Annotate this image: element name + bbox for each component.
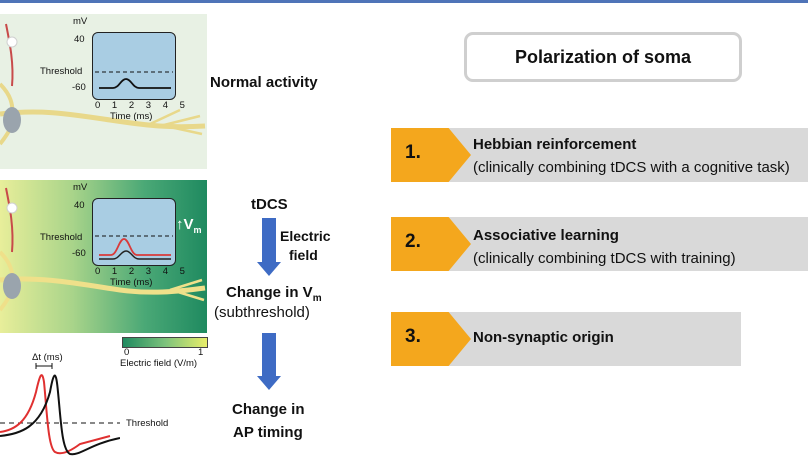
item-number: 3. <box>405 326 421 347</box>
item-title: Hebbian reinforcement <box>473 136 637 153</box>
x-ticks-2: 0 1 2 3 4 5 <box>95 266 190 277</box>
neuron-illustration <box>0 23 206 146</box>
delta-t-label: Δt (ms) <box>32 352 63 363</box>
neuron-panel-tdcs: mV 40 Threshold -60 ↑Vm 0 1 2 3 4 5 Time… <box>0 180 207 333</box>
tick-minus60-2: -60 <box>72 248 86 259</box>
voltage-plot-tdcs <box>92 198 176 266</box>
normal-activity-label: Normal activity <box>210 74 318 91</box>
change-vm-label: Change in Vm <box>226 284 322 304</box>
electric-field-line2: field <box>289 247 318 263</box>
ap-timing-plot <box>0 363 120 456</box>
top-accent-line <box>0 0 808 3</box>
ap-threshold-label: Threshold <box>126 418 169 429</box>
tdcs-label: tDCS <box>251 196 288 213</box>
change-ap-line1: Change in <box>232 401 305 418</box>
tick-40: 40 <box>74 34 85 45</box>
item-band <box>433 217 808 271</box>
arrow-down-2 <box>262 333 276 377</box>
item-number: 1. <box>405 142 421 163</box>
arrowhead-2 <box>257 376 281 390</box>
electric-field-line1: Electric <box>280 228 331 244</box>
tick-40-2: 40 <box>74 200 85 211</box>
list-item-1: 1. Hebbian reinforcement (clinically com… <box>391 128 808 182</box>
voltage-trace-tdcs <box>95 235 173 260</box>
colorbar-label: Electric field (V/m) <box>120 358 198 369</box>
threshold-label-2: Threshold <box>40 232 83 243</box>
item-band <box>433 128 808 182</box>
item-title: Non-synaptic origin <box>473 329 614 346</box>
mv-unit-label-2: mV <box>73 182 88 193</box>
subthreshold-label: (subthreshold) <box>214 304 310 321</box>
neuron-panel-normal: mV 40 Threshold -60 0 1 2 3 4 5 Time (ms… <box>0 14 207 169</box>
item-title: Associative learning <box>473 227 619 244</box>
list-item-2: 2. Associative learning (clinically comb… <box>391 217 808 271</box>
arrowhead-1 <box>257 262 281 276</box>
neuron-illustration-tdcs <box>0 187 206 312</box>
threshold-label: Threshold <box>40 66 83 77</box>
slide-title-box: Polarization of soma <box>464 32 742 82</box>
item-description: (clinically combining tDCS with a cognit… <box>473 159 790 176</box>
arrow-down-1 <box>262 218 276 263</box>
item-band <box>433 312 741 366</box>
voltage-plot-normal <box>92 32 176 100</box>
vm-label: ↑Vm <box>176 216 202 235</box>
voltage-trace <box>95 71 173 89</box>
colorbar <box>122 337 208 348</box>
x-ticks: 0 1 2 3 4 5 <box>95 100 190 111</box>
colorbar-max: 1 <box>198 347 204 358</box>
list-item-3: 3. Non-synaptic origin <box>391 312 741 366</box>
change-ap-line2: AP timing <box>233 424 303 441</box>
x-axis-label-2: Time (ms) <box>110 277 153 288</box>
item-number: 2. <box>405 231 421 252</box>
slide-title: Polarization of soma <box>514 46 692 67</box>
tick-minus60: -60 <box>72 82 86 93</box>
mv-unit-label: mV <box>73 16 88 27</box>
item-description: (clinically combining tDCS with training… <box>473 250 736 267</box>
colorbar-min: 0 <box>124 347 130 358</box>
x-axis-label: Time (ms) <box>110 111 153 122</box>
